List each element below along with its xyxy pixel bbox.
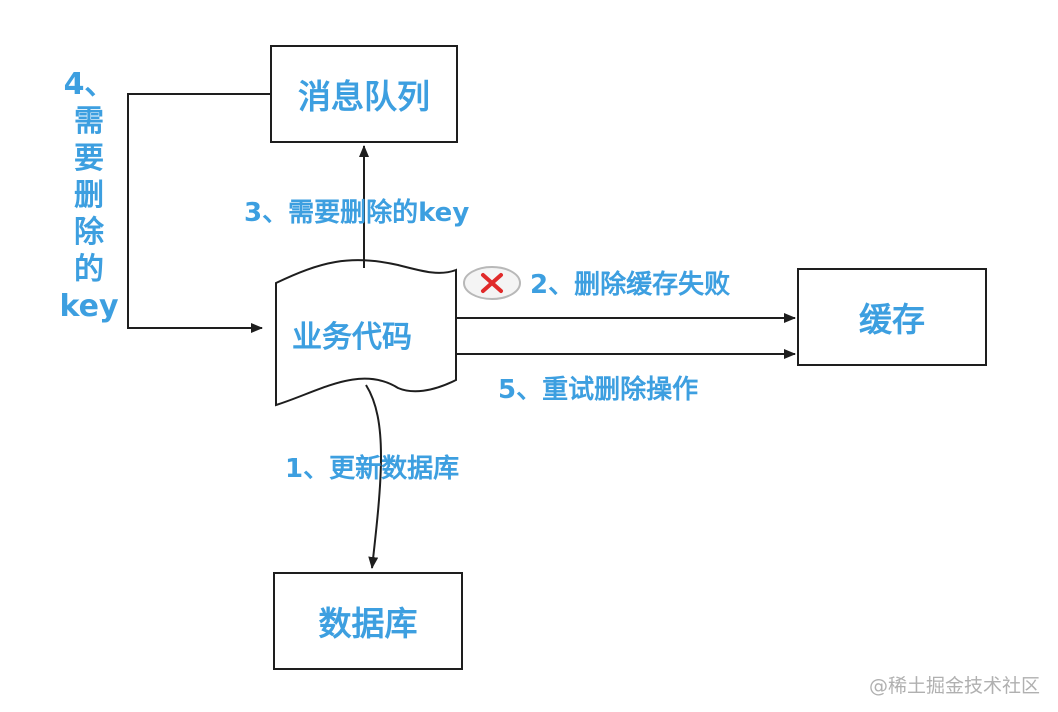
- edge-step1-label: 1、更新数据库: [285, 454, 460, 484]
- edge-step4-label-part: 需: [74, 104, 104, 139]
- edge-step4-label-part: 除: [74, 215, 104, 250]
- watermark: @稀土掘金技术社区: [868, 675, 1040, 697]
- database-node[interactable]: 数据库: [273, 572, 463, 670]
- edge-step4-label-part: 删: [74, 178, 104, 213]
- business-code-shape[interactable]: [275, 259, 457, 407]
- edge-step4-label-part: 要: [74, 141, 104, 176]
- fail-x-icon: [463, 266, 521, 300]
- edge-step4-label-part: 的: [74, 252, 104, 287]
- edge-step4-label-part: key: [59, 289, 119, 324]
- business-code-label: 业务代码: [292, 320, 412, 355]
- database-label: 数据库: [318, 604, 418, 643]
- edge-step3-label: 3、需要删除的key: [244, 198, 470, 228]
- edge-step4-line: [127, 93, 270, 333]
- message-queue-label: 消息队列: [298, 77, 430, 116]
- edge-step4-label: 4、 需 要 删 除 的 key: [52, 66, 126, 325]
- edge-step4-label-part: 4、: [63, 67, 115, 102]
- edge-step1-line: [365, 384, 382, 569]
- cache-label: 缓存: [859, 300, 925, 339]
- edge-step5-label: 5、重试删除操作: [498, 375, 699, 405]
- edge-step2-label: 2、删除缓存失败: [530, 270, 731, 300]
- message-queue-node[interactable]: 消息队列: [270, 45, 458, 143]
- cache-node[interactable]: 缓存: [797, 268, 987, 366]
